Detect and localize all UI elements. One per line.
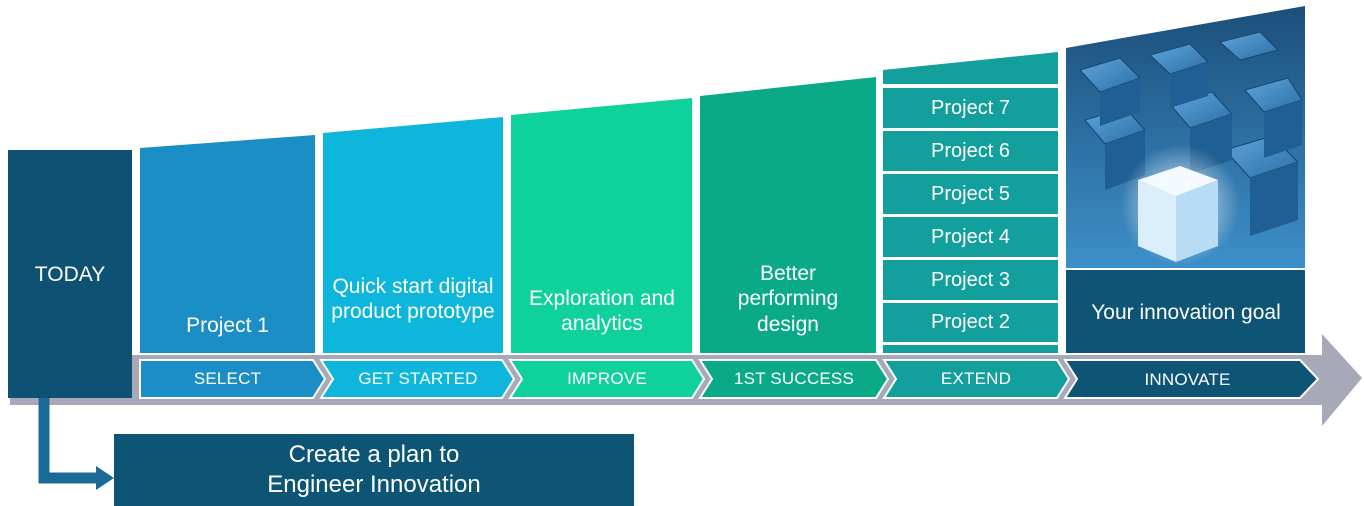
column-label-success: Better performing design [737, 262, 839, 336]
project-stack [883, 88, 1058, 353]
connector-arrow-head [96, 466, 114, 490]
project-row [883, 174, 1058, 214]
chevron-success [698, 359, 890, 399]
column-label-get-started: Quick start digital product prototype [331, 274, 495, 323]
column-label-select: Project 1 [186, 314, 269, 338]
project-label: Project 4 [931, 226, 1010, 248]
project-row [883, 131, 1058, 171]
project-row [883, 217, 1058, 257]
stage-label-success: 1ST SUCCESS [734, 368, 854, 388]
white-cube-right [1176, 180, 1218, 262]
column-label-improve: Exploration and analytics [529, 286, 675, 335]
plan-text: Create a plan to Engineer Innovation [114, 436, 634, 504]
project-row [883, 260, 1058, 300]
chevron-improve [508, 359, 706, 399]
project-label: Project 7 [931, 97, 1010, 119]
project-row [883, 88, 1058, 128]
project-row [883, 303, 1058, 342]
stage-label-innovate: INNOVATE [1144, 369, 1231, 389]
project-label: Project 2 [931, 311, 1010, 333]
white-cube-left [1138, 180, 1176, 262]
stage-label-extend: EXTEND [940, 368, 1012, 388]
connector-arrow [38, 398, 100, 484]
column-get-started [323, 117, 503, 353]
stage-label-get-started: GET STARTED [358, 368, 478, 388]
project-label: Project 6 [931, 140, 1010, 162]
stage-chevrons [139, 359, 1320, 399]
today-label: TODAY [34, 263, 106, 287]
stage-label-improve: IMPROVE [567, 368, 647, 388]
column-label-innovate: Your innovation goal [1091, 301, 1281, 325]
plan-box [114, 434, 634, 506]
chevron-select [139, 359, 327, 399]
column-select [140, 135, 315, 353]
today-block [8, 150, 132, 398]
column-extend-header [883, 52, 1058, 84]
chevron-extend [882, 359, 1071, 399]
chevron-innovate [1063, 359, 1320, 399]
column-success [700, 77, 876, 353]
project-label: Project 3 [931, 269, 1010, 291]
column-improve [511, 98, 692, 353]
chevron-get-started [319, 359, 516, 399]
project-label: Project 5 [931, 183, 1010, 205]
stage-label-select: SELECT [193, 368, 262, 388]
white-cube-top [1138, 166, 1218, 196]
project-row-base [883, 345, 1058, 353]
cubes-image [1066, 6, 1305, 268]
plan-line-2: Engineer Innovation [267, 471, 481, 498]
plan-line-1: Create a plan to [288, 441, 460, 468]
column-innovate [1066, 270, 1305, 353]
